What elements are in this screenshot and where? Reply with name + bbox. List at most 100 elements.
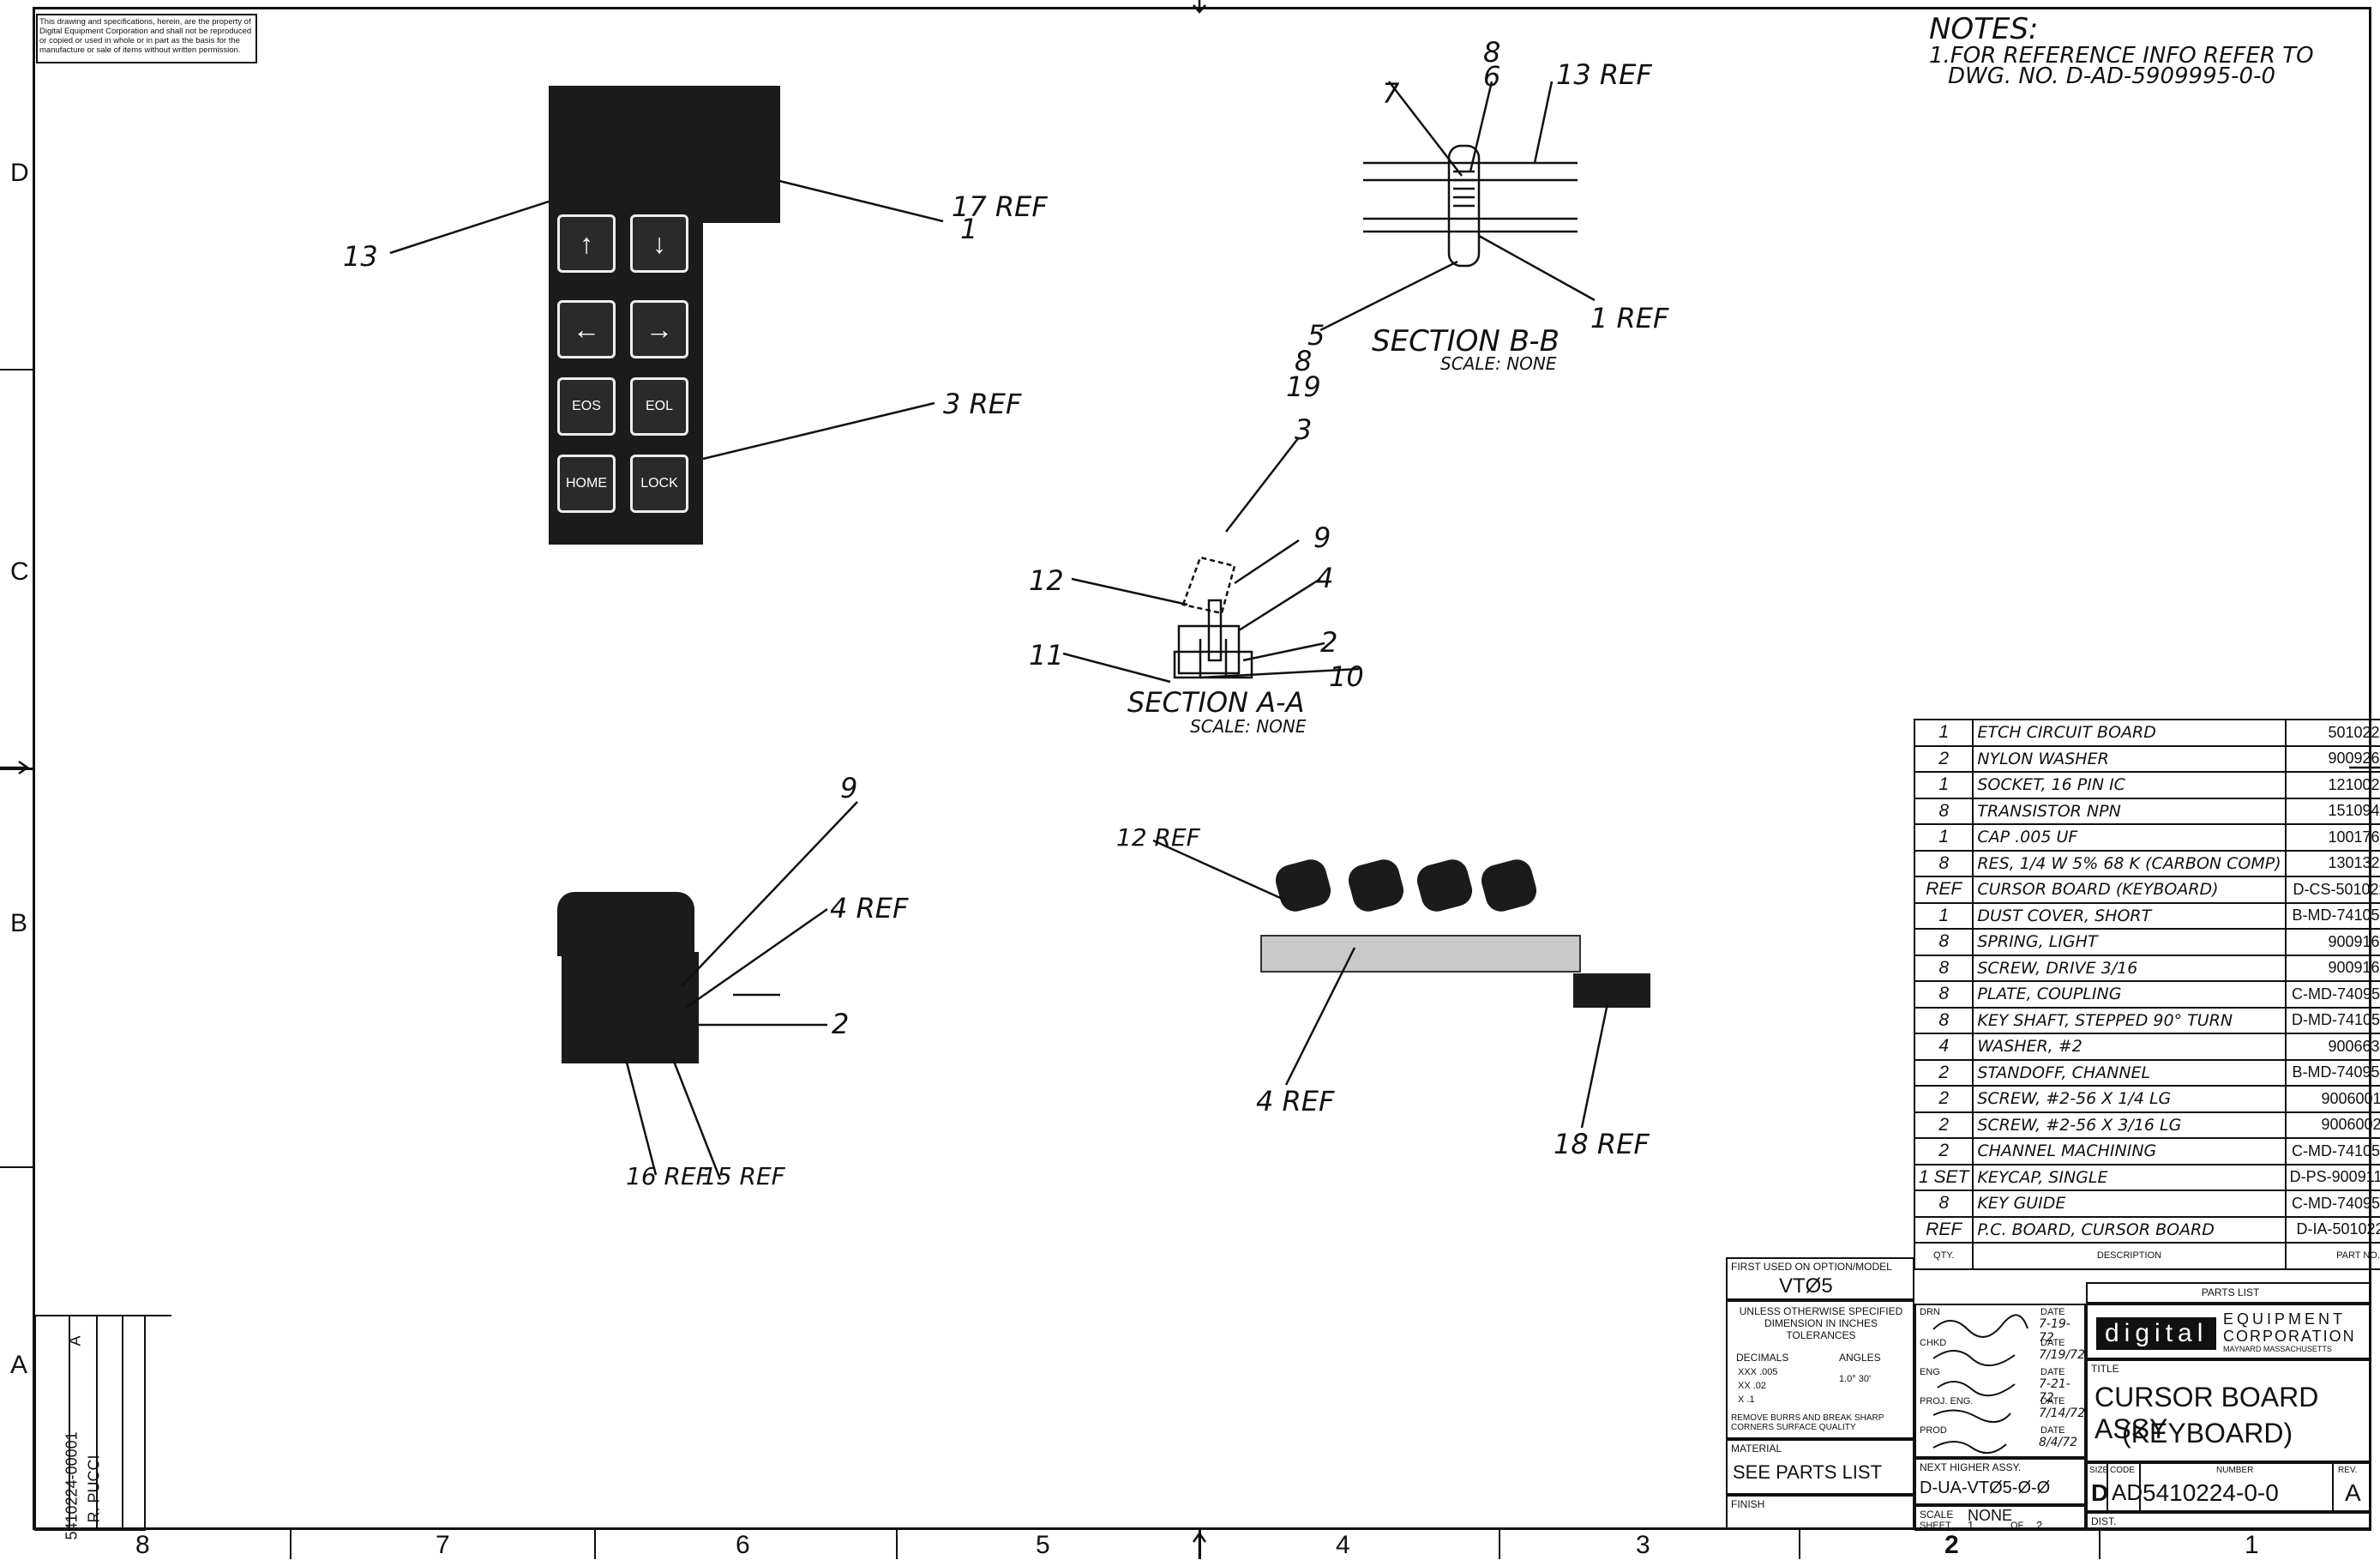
parts-cell-part: 9006631 [2284, 1033, 2380, 1061]
side-callout-2: 2 [832, 1008, 850, 1040]
of-value: 2 [2036, 1519, 2043, 1532]
side-callout-16-ref: 16 REF [626, 1162, 710, 1190]
side-callout-4-ref: 4 REF [830, 892, 909, 925]
row-callout-12-ref: 12 REF [1116, 823, 1200, 852]
parts-cell-part: 1301327 [2284, 849, 2380, 877]
parts-cell-qty: 2 [1913, 1111, 1974, 1139]
bb-callout-8b: 8 [1295, 345, 1313, 377]
title-box: TITLE CURSOR BOARD ASSY (KEYBOARD) [2086, 1359, 2371, 1462]
size-value: D [2091, 1479, 2109, 1506]
parts-cell-desc: SCREW, #2-56 X 1/4 LG [1972, 1085, 2287, 1113]
parts-cell-part: D-IA-5010223-0-0 [2284, 1215, 2380, 1244]
parts-cell-part: D-MD-7410598-0-0 [2284, 1006, 2380, 1034]
parts-cell-desc: WASHER, #2 [1972, 1033, 2287, 1061]
notes-line-1: 1.FOR REFERENCE INFO REFER TO [1929, 43, 2314, 69]
aa-callout-2: 2 [1320, 626, 1338, 659]
callout-17-ref: 17 REF [952, 190, 1048, 223]
parts-cell-desc: CAP .005 UF [1972, 823, 2287, 852]
next-higher-label: NEXT HIGHER ASSY. [1920, 1461, 2022, 1473]
parts-cell-qty: 1 [1913, 719, 1974, 747]
parts-cell-part: C-MD-7409516-0-0 [2284, 980, 2380, 1009]
dist-box: DIST. [2086, 1512, 2371, 1531]
eng-label: ENG [1920, 1367, 1940, 1377]
angle-value: 1.0° 30' [1839, 1374, 1872, 1384]
parts-cell-desc: CHANNEL MACHINING [1972, 1137, 2287, 1165]
chkd-date: 7/19/72 [2039, 1348, 2085, 1362]
zone-row-c: C [10, 557, 29, 586]
company-box: digital EQUIPMENT CORPORATION MAYNARD MA… [2086, 1304, 2371, 1359]
parts-cell-qty: 2 [1913, 1137, 1974, 1165]
material-box: MATERIAL SEE PARTS LIST [1726, 1439, 1914, 1495]
dec-xxx: XXX .005 [1738, 1367, 1778, 1377]
parts-cell-part: C-MD-7410520-0-0 [2284, 1137, 2380, 1165]
prod-date-label: DATE [2040, 1425, 2065, 1436]
row-callout-4-ref: 4 REF [1256, 1085, 1335, 1117]
dec-xx: XX .02 [1738, 1381, 1767, 1391]
parts-cell-qty: 1 [1913, 901, 1974, 930]
parts-cell-qty: 1 SET [1913, 1163, 1974, 1191]
notes-line-2: DWG. NO. D-AD-5909995-0-0 [1948, 63, 2276, 89]
burrs-text: REMOVE BURRS AND BREAK SHARP CORNERS SUR… [1731, 1413, 1884, 1432]
key-right: → [630, 300, 688, 358]
eng-date: 7-21-72 [2039, 1377, 2070, 1405]
key-lock: LOCK [630, 455, 688, 513]
parts-cell-desc: DUST COVER, SHORT [1972, 901, 2287, 930]
parts-cell-qty: 8 [1913, 980, 1974, 1009]
bb-callout-6: 6 [1483, 60, 1501, 93]
zone-col-5: 5 [1036, 1531, 1050, 1559]
zone-col-7: 7 [436, 1531, 450, 1559]
parts-cell-desc: KEYCAP, SINGLE [1972, 1163, 2287, 1191]
chkd-label: CHKD [1920, 1338, 1947, 1348]
zone-row-b: B [10, 909, 28, 937]
row-callout-18-ref: 18 REF [1554, 1128, 1650, 1160]
parts-cell-desc: RES, 1/4 W 5% 68 K (CARBON COMP) [1972, 849, 2287, 877]
parts-cell-part: 1210026 [2284, 771, 2380, 799]
proj-date-label: DATE [2040, 1396, 2065, 1406]
of-label: OF [2010, 1521, 2024, 1531]
bb-callout-8: 8 [1483, 36, 1501, 69]
parts-cell-part: 9009162 [2284, 954, 2380, 982]
zone-row-a: A [10, 1351, 28, 1379]
parts-cell-desc: STANDOFF, CHANNEL [1972, 1058, 2287, 1087]
title-line-2: (KEYBOARD) [2122, 1418, 2293, 1449]
side-callout-9: 9 [840, 772, 858, 804]
parts-cell-part: B-MD-7410524-0-0 [2284, 901, 2380, 930]
section-bb-title: SECTION B-B [1372, 324, 1560, 358]
parts-cell-desc: SOCKET, 16 PIN IC [1972, 771, 2287, 799]
parts-cell-part: 9009161 [2284, 928, 2380, 956]
eng-date-label: DATE [2040, 1367, 2065, 1377]
scale-box: SCALE NONE SHEET 1 OF 2 [1914, 1505, 2086, 1532]
rev-strip-doc: 5410224-00001 [63, 1431, 81, 1540]
bb-callout-13-ref: 13 REF [1556, 58, 1652, 91]
key-eol: EOL [630, 377, 688, 436]
parts-cell-qty: 8 [1913, 928, 1974, 956]
first-used-label: FIRST USED ON OPTION/MODEL [1731, 1261, 1892, 1273]
decimals-label: DECIMALS [1736, 1352, 1789, 1364]
section-bb-scale: SCALE: NONE [1440, 353, 1557, 374]
drn-date-label: DATE [2040, 1307, 2065, 1317]
bb-callout-19: 19 [1286, 370, 1321, 403]
scale-value: NONE [1968, 1507, 2013, 1524]
key-left: ← [557, 300, 616, 358]
zone-col-8: 8 [135, 1531, 150, 1559]
copyright-notice: This drawing and specifications, herein,… [36, 14, 257, 63]
parts-cell-qty: 2 [1913, 1085, 1974, 1113]
company-line-1: EQUIPMENT [2223, 1310, 2347, 1328]
finish-box: FINISH [1726, 1495, 1914, 1529]
signature-box: DRN DATE 7-19-72 CHKD DATE 7/19/72 ENG D… [1914, 1304, 2086, 1458]
key-eos: EOS [557, 377, 616, 436]
parts-cell-qty: 1 [1913, 771, 1974, 799]
section-aa-scale: SCALE: NONE [1190, 716, 1307, 737]
parts-cell-qty: 8 [1913, 954, 1974, 982]
